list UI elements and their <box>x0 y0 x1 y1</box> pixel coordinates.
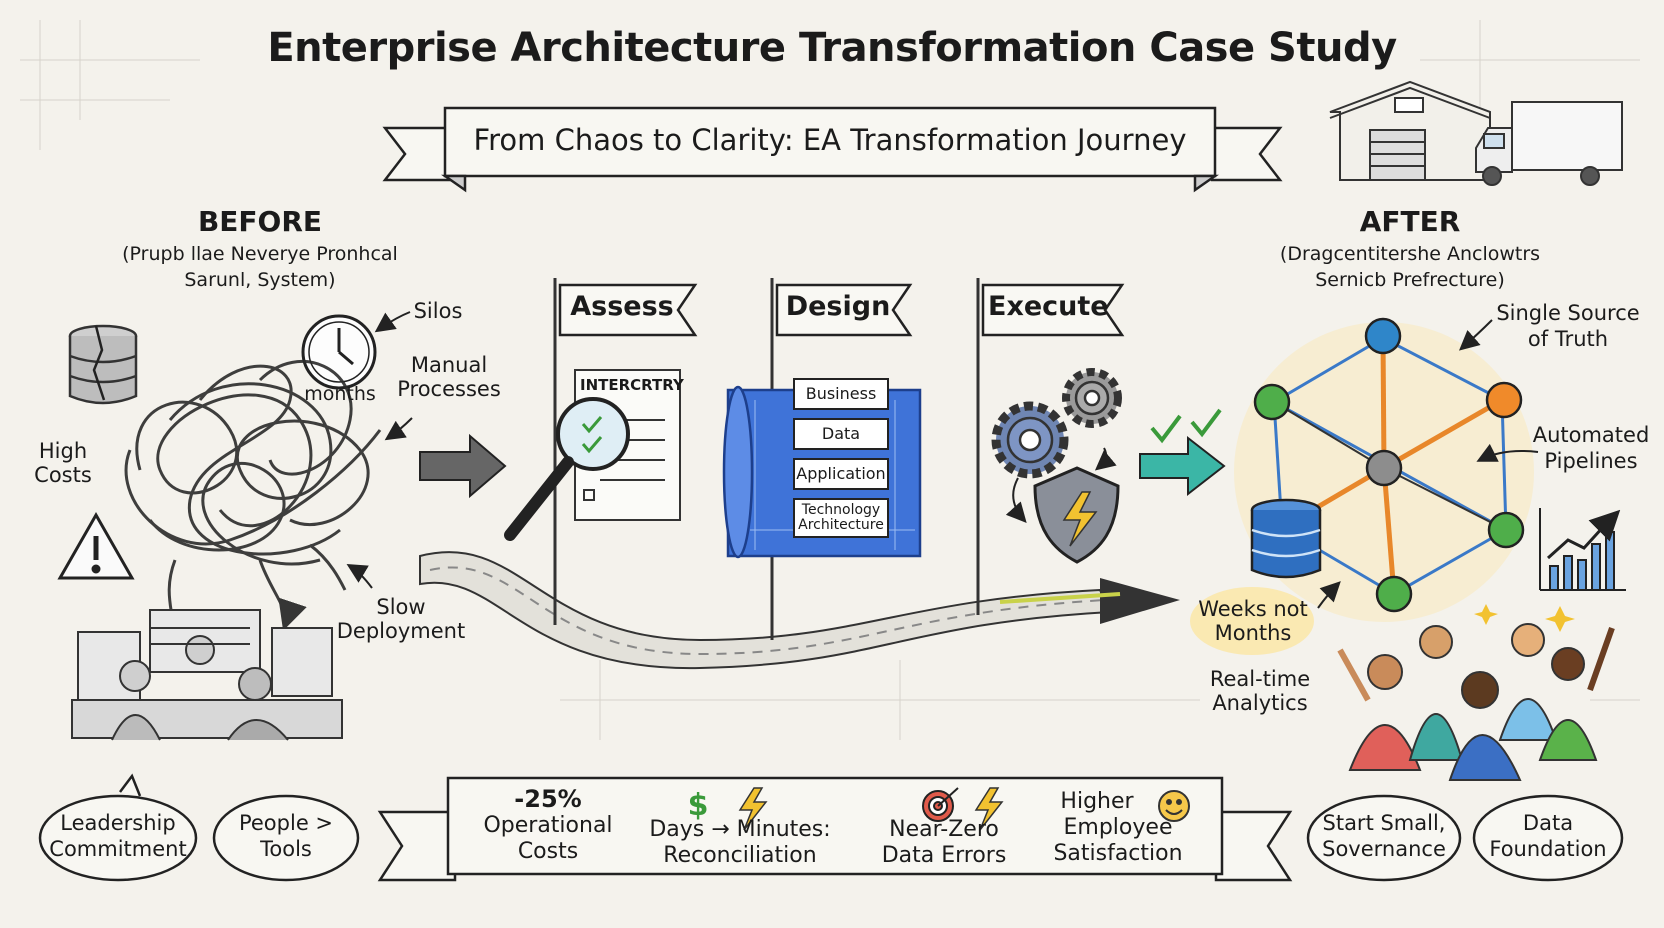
clock-icon <box>301 314 377 390</box>
silos-label: Silos <box>413 299 463 323</box>
lesson-leadership-line2: Commitment <box>49 837 187 861</box>
flag-banners <box>558 283 1125 337</box>
layer-technology: Technology Architecture <box>793 498 889 538</box>
metric-cost-line3: Costs <box>517 839 579 864</box>
lesson-data-foundation-line1: Data <box>1522 811 1574 835</box>
manual-label-line2: Processes <box>397 377 501 401</box>
lesson-start-small-line1: Start Small, <box>1322 811 1446 835</box>
journey-road <box>419 551 1180 670</box>
layer-business: Business <box>793 378 889 410</box>
transition-arrow-teal <box>1139 435 1226 497</box>
metrics-ribbon <box>377 776 1293 882</box>
after-heading: AFTER <box>1359 205 1461 238</box>
slow-deploy-line2: Deployment <box>336 619 466 643</box>
high-costs-line2: Costs <box>34 463 92 487</box>
before-caption-line1: (Prupb llae Neverye Pronhcal <box>122 243 398 265</box>
weeks-line1: Weeks not <box>1198 597 1308 621</box>
metric-satisfaction-line2: Employee <box>1063 815 1173 840</box>
transition-arrow <box>419 433 507 499</box>
single-source-line1: Single Source <box>1496 301 1640 325</box>
truck-icon <box>1475 101 1623 186</box>
page-subtitle: From Chaos to Clarity: EA Transformation… <box>473 123 1187 157</box>
magnifier-icon <box>504 397 630 541</box>
warning-icon <box>57 511 135 580</box>
metric-cost-value: -25% <box>514 785 582 813</box>
lesson-leadership-line1: Leadership <box>60 811 176 835</box>
automated-line2: Pipelines <box>1544 449 1638 473</box>
realtime-line1: Real-time <box>1209 667 1311 691</box>
weeks-line2: Months <box>1214 621 1292 645</box>
shield-bolt-icon <box>1005 447 1120 564</box>
metric-recon-line1: Days → Minutes: <box>649 817 831 842</box>
page-title: Enterprise Architecture Transformation C… <box>267 25 1397 71</box>
lesson-data-foundation-line2: Foundation <box>1489 837 1607 861</box>
dollar-icon: $ <box>688 788 709 823</box>
subtitle-ribbon <box>382 106 1283 193</box>
metric-cost-line2: Operational <box>483 813 613 838</box>
database-icon <box>68 324 138 405</box>
high-costs-line1: High <box>38 439 88 463</box>
sketch-grid <box>20 20 1640 740</box>
database-icon-after <box>1250 498 1322 579</box>
layer-data: Data <box>793 418 889 450</box>
before-heading: BEFORE <box>197 205 323 238</box>
metric-errors-line2: Data Errors <box>881 843 1007 868</box>
bolt-icon <box>738 787 1004 831</box>
warehouse-icon <box>1329 80 1491 181</box>
metric-satisfaction-line3: Satisfaction <box>1053 841 1183 866</box>
stage-design: Design <box>785 291 891 322</box>
smiley-icon <box>1158 790 1190 822</box>
metric-recon-line2: Reconciliation <box>663 843 817 868</box>
gear-icon <box>991 368 1122 479</box>
months-label: months <box>304 383 376 405</box>
lesson-people-line2: Tools <box>260 837 312 861</box>
realtime-line2: Analytics <box>1212 691 1308 715</box>
growth-chart-icon <box>1539 508 1626 591</box>
stage-assess: Assess <box>570 291 674 322</box>
checkmark-icon <box>1150 408 1222 444</box>
before-caption-line2: Sarunl, System) <box>184 269 336 291</box>
annotation-arrows <box>346 311 413 589</box>
layer-technology-line1: Technology <box>801 502 881 519</box>
manual-label-line1: Manual <box>410 353 488 377</box>
metric-satisfaction-line1: Higher <box>1060 789 1134 814</box>
target-icon <box>922 787 959 822</box>
layer-application: Application <box>793 458 889 490</box>
lesson-start-small-line2: Sovernance <box>1322 837 1446 861</box>
stage-execute: Execute <box>988 291 1109 322</box>
highlight-blob <box>1190 587 1314 655</box>
single-source-line2: of Truth <box>1527 327 1609 351</box>
layer-technology-line2: Architecture <box>798 517 884 533</box>
lesson-people-line1: People > <box>238 811 334 835</box>
svg-text:$: $ <box>688 788 709 823</box>
inventory-label: INTERCRTRY <box>580 376 684 394</box>
metric-errors-line1: Near-Zero <box>889 817 999 842</box>
celebrating-team-scene <box>1337 604 1615 781</box>
stressed-office-scene <box>71 609 343 741</box>
after-caption-line2: Sernicb Prefrecture) <box>1315 269 1505 291</box>
after-caption-line1: (Dragcentitershe Anclowtrs <box>1279 243 1541 265</box>
lesson-bubbles <box>38 773 1624 882</box>
after-annotation-arrows <box>1317 319 1539 609</box>
automated-line1: Automated <box>1532 423 1650 447</box>
slow-deploy-line1: Slow <box>376 595 426 619</box>
